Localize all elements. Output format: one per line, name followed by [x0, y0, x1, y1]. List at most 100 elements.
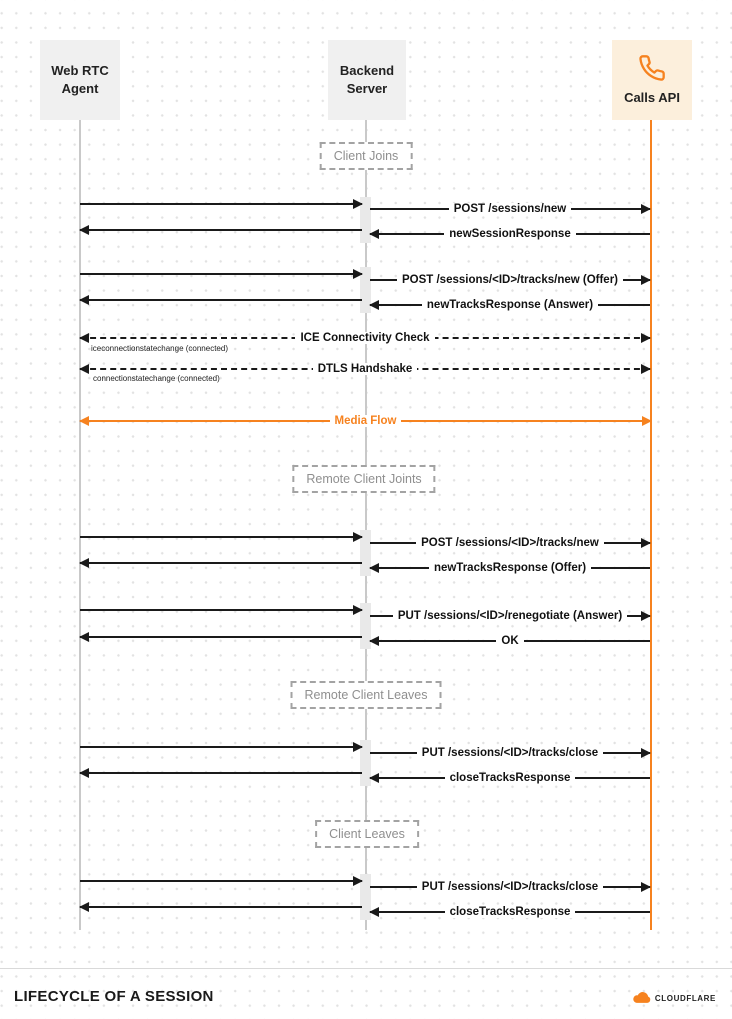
arrow-backend-to-webrtc — [79, 293, 362, 307]
arrowhead-right-icon — [641, 538, 651, 548]
section-remote-client-joins: Remote Client Joints — [292, 465, 436, 493]
arrow-webrtc-to-backend — [80, 197, 363, 211]
arrowhead-right-icon — [641, 204, 651, 214]
message-label: DTLS Handshake — [312, 363, 418, 375]
arrow-line — [80, 273, 362, 275]
arrowhead-right-icon — [642, 416, 652, 426]
lifeline-calls — [650, 120, 652, 930]
section-client-joins-label: Client Joins — [333, 149, 399, 163]
message-post-sessions-new: POST /sessions/new — [370, 202, 651, 216]
message-new-tracks-response-answer: newTracksResponse (Answer) — [369, 298, 650, 312]
message-close-tracks-response-2: closeTracksResponse — [369, 905, 650, 919]
message-ice-connectivity-check: ICE Connectivity Check — [79, 331, 651, 345]
cloudflare-logo: CLOUDFLARE — [633, 992, 716, 1004]
arrowhead-right-icon — [353, 876, 363, 886]
arrow-line — [80, 229, 362, 231]
arrowhead-right-icon — [353, 742, 363, 752]
section-client-leaves-label: Client Leaves — [329, 827, 405, 841]
actor-calls-api: Calls API — [612, 40, 692, 120]
arrow-line — [80, 746, 362, 748]
arrow-backend-to-webrtc — [79, 630, 362, 644]
message-ok: OK — [369, 634, 650, 648]
activation-bar — [360, 267, 371, 313]
arrow-line — [80, 636, 362, 638]
arrowhead-left-icon — [79, 558, 89, 568]
message-label: PUT /sessions/<ID>/tracks/close — [416, 747, 604, 759]
footer-divider — [0, 968, 732, 969]
arrowhead-right-icon — [641, 275, 651, 285]
activation-bar — [360, 874, 371, 920]
arrowhead-right-icon — [641, 748, 651, 758]
arrowhead-right-icon — [353, 269, 363, 279]
message-new-session-response: newSessionResponse — [369, 227, 650, 241]
message-label: POST /sessions/new — [448, 203, 572, 215]
cloudflare-wordmark: CLOUDFLARE — [654, 993, 716, 1003]
message-label: OK — [496, 635, 524, 647]
arrow-backend-to-webrtc — [79, 766, 362, 780]
arrowhead-left-icon — [369, 300, 379, 310]
arrow-webrtc-to-backend — [80, 740, 363, 754]
message-post-tracks-new: POST /sessions/<ID>/tracks/new — [370, 536, 651, 550]
arrowhead-left-icon — [369, 563, 379, 573]
lifeline-backend — [365, 120, 367, 930]
message-dtls-handshake: DTLS Handshake — [79, 362, 651, 376]
arrowhead-left-icon — [79, 416, 89, 426]
message-new-tracks-response-offer: newTracksResponse (Offer) — [369, 561, 650, 575]
actor-calls-api-label: Calls API — [624, 89, 680, 105]
message-label: newTracksResponse (Answer) — [421, 299, 599, 311]
message-put-tracks-close: PUT /sessions/<ID>/tracks/close — [370, 746, 651, 760]
message-label: PUT /sessions/<ID>/tracks/close — [416, 881, 604, 893]
message-put-renegotiate-answer: PUT /sessions/<ID>/renegotiate (Answer) — [370, 609, 651, 623]
arrowhead-right-icon — [641, 364, 651, 374]
arrow-line — [80, 299, 362, 301]
arrowhead-left-icon — [79, 364, 89, 374]
message-media-flow: Media Flow — [79, 414, 652, 428]
message-label: ICE Connectivity Check — [295, 332, 435, 344]
arrow-webrtc-to-backend — [80, 874, 363, 888]
section-remote-client-leaves-label: Remote Client Leaves — [304, 688, 428, 702]
message-label: closeTracksResponse — [444, 772, 576, 784]
section-remote-client-leaves: Remote Client Leaves — [290, 681, 442, 709]
arrowhead-right-icon — [353, 199, 363, 209]
activation-bar — [360, 740, 371, 786]
activation-bar — [360, 530, 371, 576]
arrowhead-left-icon — [79, 225, 89, 235]
message-put-tracks-close-2: PUT /sessions/<ID>/tracks/close — [370, 880, 651, 894]
actor-webrtc-agent-label: Web RTC Agent — [51, 63, 109, 96]
arrowhead-right-icon — [641, 611, 651, 621]
arrowhead-left-icon — [79, 768, 89, 778]
lifeline-webrtc — [79, 120, 81, 930]
page-title: LIFECYCLE OF A SESSION — [14, 988, 214, 1005]
message-label: POST /sessions/<ID>/tracks/new — [416, 537, 604, 549]
arrowhead-left-icon — [369, 907, 379, 917]
actor-backend-server: Backend Server — [328, 40, 406, 120]
arrow-webrtc-to-backend — [80, 530, 363, 544]
cloudflare-cloud-icon — [633, 992, 651, 1003]
arrow-line — [80, 203, 362, 205]
section-remote-client-joins-label: Remote Client Joints — [306, 472, 422, 486]
arrowhead-left-icon — [79, 902, 89, 912]
message-label: PUT /sessions/<ID>/renegotiate (Answer) — [392, 610, 628, 622]
message-label: newTracksResponse (Offer) — [428, 562, 592, 574]
actor-webrtc-agent: Web RTC Agent — [40, 40, 120, 120]
note-ice-state: iceconnectionstatechange (connected) — [91, 344, 228, 353]
arrow-line — [80, 906, 362, 908]
arrowhead-left-icon — [369, 229, 379, 239]
arrow-backend-to-webrtc — [79, 223, 362, 237]
arrowhead-left-icon — [369, 636, 379, 646]
arrowhead-left-icon — [369, 773, 379, 783]
message-label: Media Flow — [329, 415, 402, 427]
arrowhead-right-icon — [353, 605, 363, 615]
note-connection-state: connectionstatechange (connected) — [93, 374, 220, 383]
section-client-leaves: Client Leaves — [315, 820, 419, 848]
message-label: newSessionResponse — [444, 228, 576, 240]
phone-icon — [639, 54, 665, 81]
arrow-line — [80, 772, 362, 774]
message-post-tracks-new-offer: POST /sessions/<ID>/tracks/new (Offer) — [370, 273, 651, 287]
message-label: closeTracksResponse — [444, 906, 576, 918]
section-client-joins: Client Joins — [319, 142, 413, 170]
message-close-tracks-response: closeTracksResponse — [369, 771, 650, 785]
message-label: POST /sessions/<ID>/tracks/new (Offer) — [396, 274, 624, 286]
activation-bar — [360, 603, 371, 649]
